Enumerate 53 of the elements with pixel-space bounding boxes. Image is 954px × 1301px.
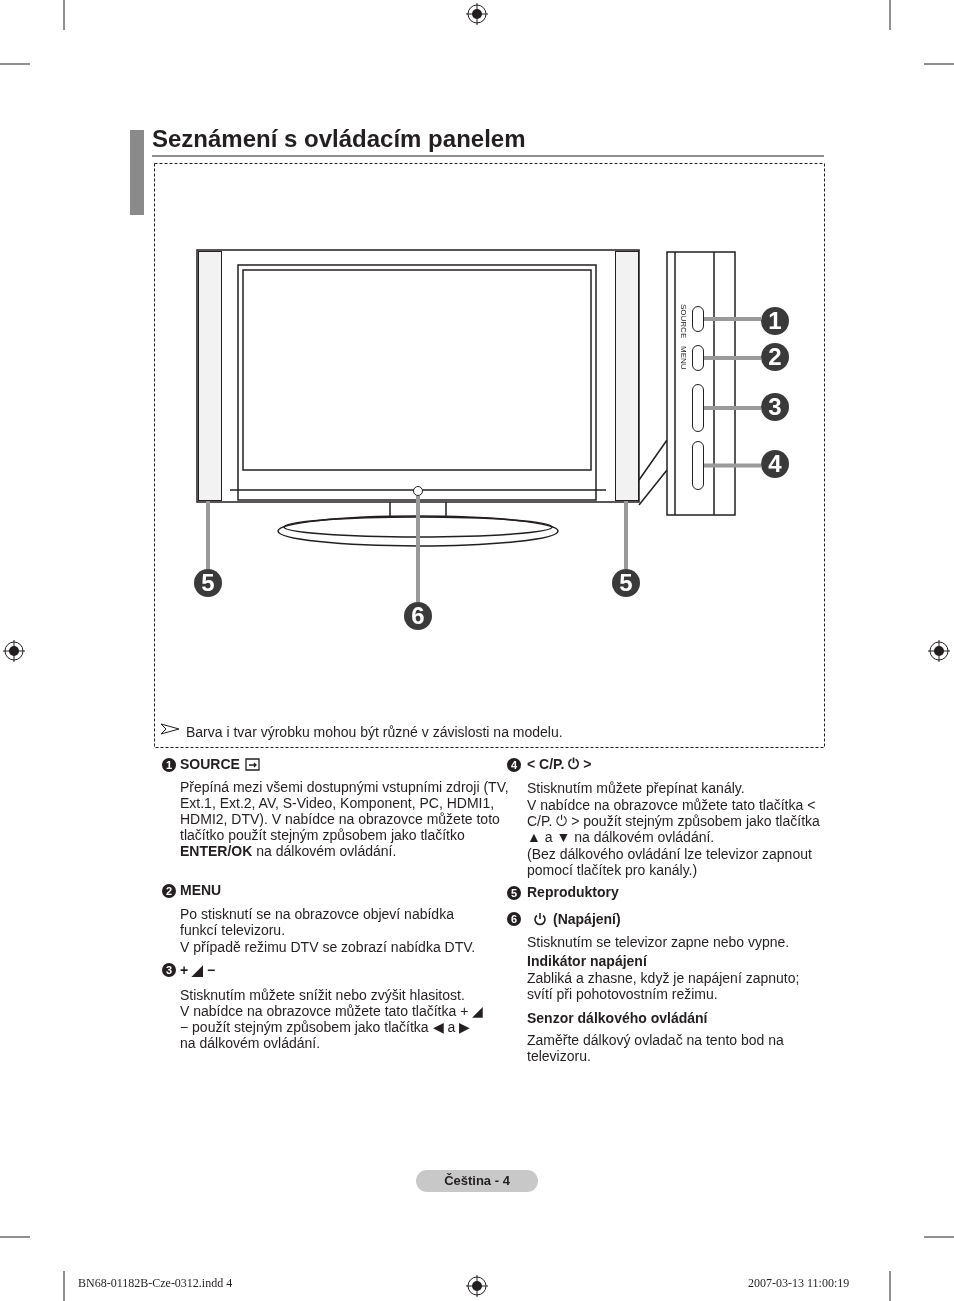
description-text: (Bez dálkového ovládání lze televizor zapnout pomocí tlačítek pro kanály.) — [527, 846, 813, 878]
speaker-grille — [615, 251, 639, 501]
leader-line — [624, 501, 628, 569]
description-text: Stisknutím můžete přepínat kanály. — [527, 780, 746, 796]
item-number: 4 — [507, 758, 521, 772]
item-heading: MENU — [180, 882, 222, 898]
callout-number: 3 — [761, 393, 789, 421]
panel-button — [692, 384, 704, 432]
leader-line — [416, 496, 420, 602]
item-number: 2 — [162, 884, 176, 898]
item-heading: Reproduktory — [527, 884, 619, 900]
description-text: V případě režimu DTV se zobrazí nabídka DTV. — [180, 939, 477, 955]
button-label: SOURCE — [679, 304, 688, 339]
callout-number: 1 — [761, 307, 789, 335]
description-text: V nabídce na obrazovce můžete tato tlačítka < C/P. ⏻ > použít stejným způsobem jako tlačítka ▲ a ▼ na dálkovém ovládání. — [527, 797, 821, 845]
print-slug: 2007-03-13 11:00:19 — [748, 1276, 850, 1291]
description-text: Přepíná mezi všemi dostupnými vstupními zdroji (TV, Ext.1, Ext.2, AV, S-Video, Komponent, PC, HDMI1, HDMI2, DTV). V nabídce na obrazovce můžete toto tlačítko použít stejným způsobem jako tlačítko ENTER/OK na dálkovém ovládání. — [180, 779, 510, 859]
description-text: Stisknutím se televizor zapne nebo vypne. — [527, 934, 791, 950]
panel-button — [692, 345, 704, 371]
item-heading: (Napájení) — [553, 911, 621, 927]
leader-line — [704, 406, 761, 410]
item-heading: < C/P. ⏻ > — [527, 756, 592, 773]
item-number: 3 — [162, 963, 176, 977]
panel-button — [692, 441, 704, 490]
description-text: Zabliká a zhasne, když je napájení zapnuto; svítí při pohotovostním režimu. — [527, 970, 801, 1002]
item-number: 1 — [162, 758, 176, 772]
print-slug: BN68-01182B-Cze-0312.indd 4 — [78, 1276, 233, 1291]
button-label: MENU — [679, 346, 688, 370]
speaker-grille — [198, 251, 222, 501]
panel-button — [692, 306, 704, 332]
leader-line — [704, 317, 761, 321]
leader-line — [206, 501, 210, 569]
note-text: Barva i tvar výrobku mohou být různé v závislosti na modelu. — [186, 724, 563, 740]
callout-number: 5 — [612, 569, 640, 597]
item-heading: Indikátor napájení — [527, 953, 647, 969]
item-heading: SOURCE — [180, 756, 240, 772]
callout-number: 5 — [194, 569, 222, 597]
description-text: Po stisknutí se na obrazovce objeví nabídka funkcí televizoru. — [180, 906, 455, 938]
leader-line — [704, 463, 761, 468]
callout-number: 6 — [404, 602, 432, 630]
item-number: 6 — [507, 912, 521, 926]
callout-number: 2 — [761, 343, 789, 371]
item-number: 5 — [507, 886, 521, 900]
page-number: Čeština - 4 — [416, 1170, 538, 1192]
leader-line — [704, 356, 761, 360]
item-heading: + ◢ − — [180, 962, 216, 978]
item-heading: Senzor dálkového ovládání — [527, 1010, 708, 1026]
description-text: Zaměřte dálkový ovladač na tento bod na televizoru. — [527, 1032, 785, 1064]
callout-number: 4 — [761, 450, 789, 478]
description-text: V nabídce na obrazovce můžete tato tlačítka + ◢ − použít stejným způsobem jako tlačítka ◀ a ▶ na dálkovém ovládání. — [180, 1003, 485, 1051]
description-text: Stisknutím můžete snížit nebo zvýšit hlasitost. — [180, 987, 466, 1003]
page-title: Seznámení s ovládacím panelem — [152, 125, 526, 153]
power-button — [413, 486, 423, 496]
